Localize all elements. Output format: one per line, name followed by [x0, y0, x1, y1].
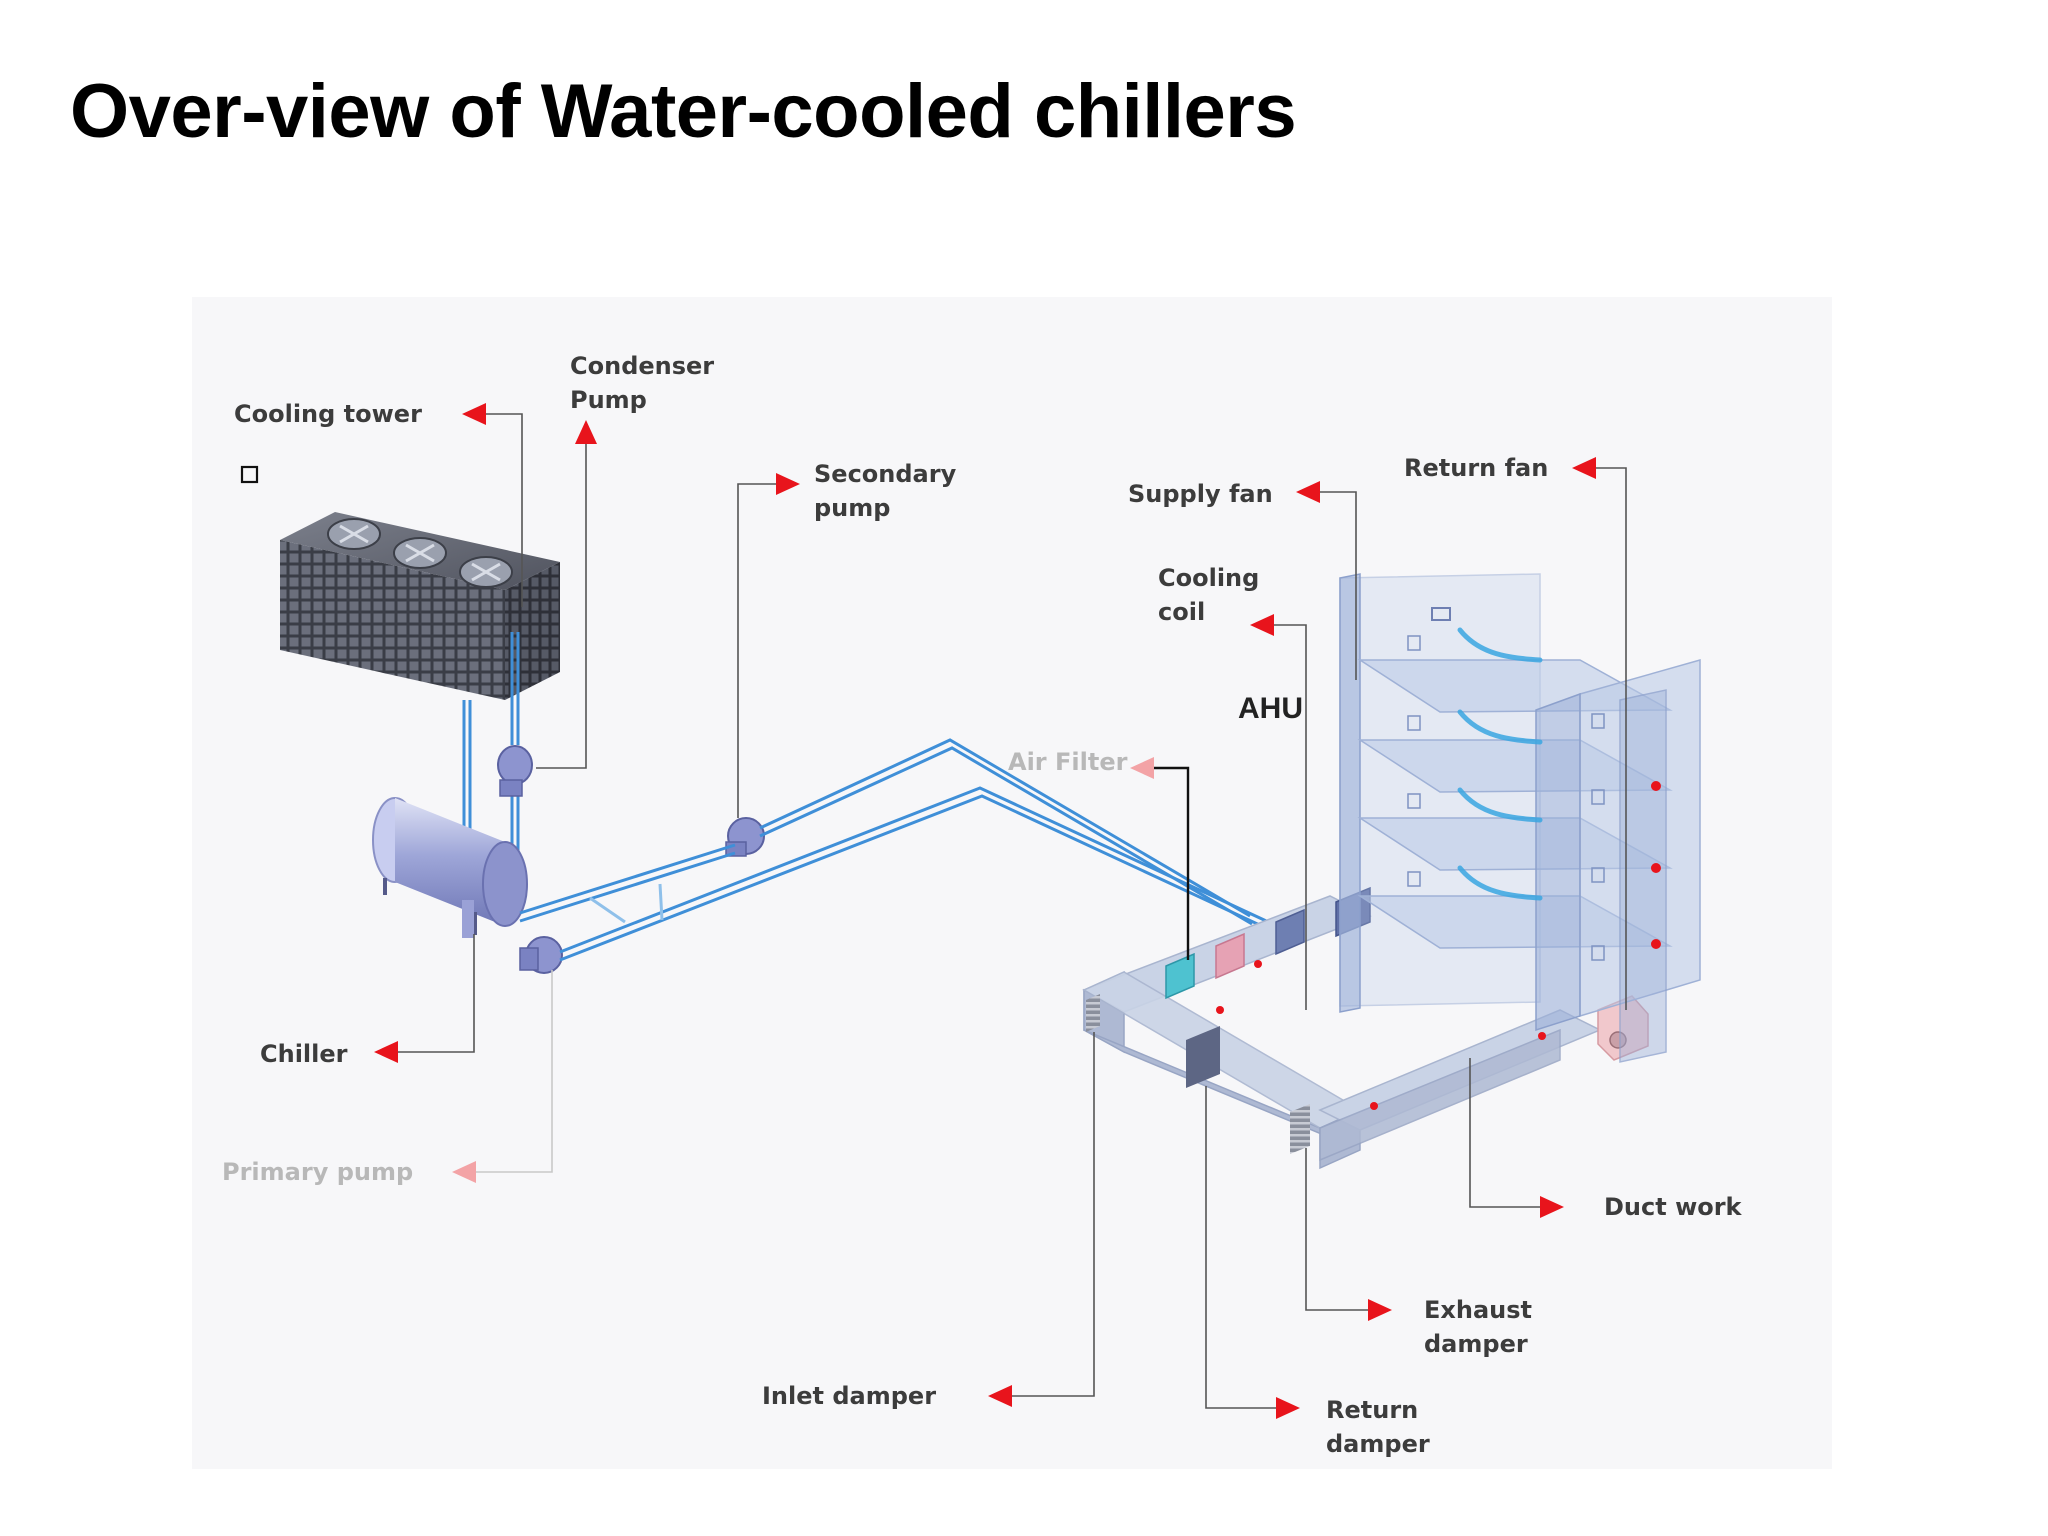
label-primary-pump: Primary pump [222, 1158, 413, 1186]
arrow-icon-inlet-damper [988, 1385, 1012, 1407]
arrow-icon-cooling-tower [462, 403, 486, 425]
label-return-damper-1: Return [1326, 1396, 1418, 1424]
cooling-coil-block-icon [1215, 932, 1245, 980]
air-filter-block-icon [1165, 952, 1195, 1000]
label-return-fan: Return fan [1404, 454, 1548, 482]
arrow-icon-return-fan [1572, 457, 1596, 479]
arrow-icon-return-damper [1276, 1397, 1300, 1419]
label-inlet-damper: Inlet damper [762, 1382, 936, 1410]
condenser-pump-icon [497, 745, 533, 797]
label-secondary-pump-1: Secondary [814, 460, 957, 488]
page-title: Over-view of Water-cooled chillers [70, 69, 1297, 154]
label-cooling-coil-1: Cooling [1158, 564, 1259, 592]
arrow-icon-air-filter [1130, 757, 1154, 779]
arrow-icon-chiller [374, 1041, 398, 1063]
chilled-water-pipes [519, 738, 1293, 962]
secondary-pump-icon [725, 817, 765, 857]
arrow-icon-primary-pump [452, 1161, 476, 1183]
exhaust-damper-louver-icon [1290, 1104, 1310, 1154]
arrow-icon-cooling-coil [1250, 614, 1274, 636]
label-chiller: Chiller [260, 1040, 348, 1068]
label-air-filter: Air Filter [1008, 748, 1128, 776]
label-condenser-pump-1: Condenser [570, 352, 714, 380]
label-cooling-tower: Cooling tower [234, 400, 422, 428]
arrow-icon-exhaust-damper [1368, 1299, 1392, 1321]
building-floors-icon [1216, 573, 1701, 1110]
label-condenser-pump-2: Pump [570, 386, 647, 414]
label-exhaust-damper-1: Exhaust [1424, 1296, 1532, 1324]
arrow-icon-secondary-pump [776, 473, 800, 495]
duct-work-icon [1082, 886, 1649, 1170]
arrow-icon-supply-fan [1296, 481, 1320, 503]
label-ahu: AHU [1238, 692, 1303, 725]
arrow-icon-duct-work [1540, 1196, 1564, 1218]
label-duct-work: Duct work [1604, 1193, 1743, 1221]
cooling-tower-icon [280, 512, 560, 700]
inlet-damper-louver-icon [1086, 994, 1100, 1032]
label-cooling-coil-2: coil [1158, 598, 1205, 626]
label-return-damper-2: damper [1326, 1430, 1430, 1458]
arrow-icon-condenser-pump [575, 420, 597, 444]
primary-pump-icon [519, 936, 563, 974]
label-exhaust-damper-2: damper [1424, 1330, 1528, 1358]
return-damper-block-icon [1186, 1026, 1220, 1088]
label-supply-fan: Supply fan [1128, 480, 1273, 508]
checkbox-icon[interactable] [240, 465, 259, 484]
chiller-icon [372, 797, 528, 938]
label-secondary-pump-2: pump [814, 494, 890, 522]
